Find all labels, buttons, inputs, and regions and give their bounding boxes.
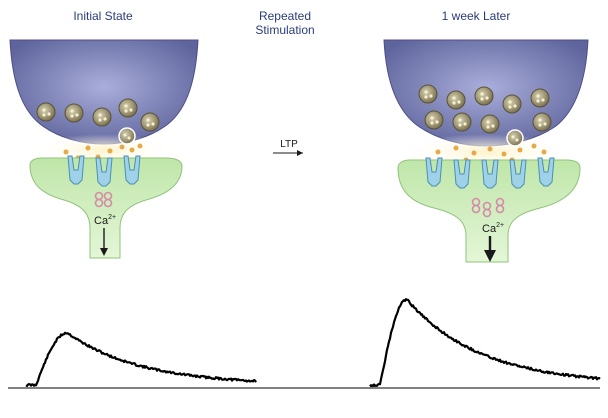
label-one-week-later: 1 week Later [442,9,511,23]
synapse-later: Ca2+ [383,39,589,263]
ca-label-initial: Ca2+ [94,214,116,227]
ltp-label: LTP [280,139,298,150]
response-trace-later [369,298,601,388]
label-initial-state: Initial State [73,9,133,23]
vesicles-later [418,84,552,147]
calcium-arrow-initial [100,228,108,256]
calcium-ions-later [471,197,505,218]
ltp-arrow: LTP [273,139,303,156]
calcium-arrow-later [484,236,496,262]
receptors-later [425,157,555,189]
label-stimulation: Stimulation [255,23,314,37]
calcium-ions-initial [94,191,113,208]
vesicles-initial [36,98,160,145]
ca-label-later: Ca2+ [482,222,504,235]
synapse-initial: Ca2+ [9,39,199,259]
label-repeated: Repeated [259,9,311,23]
receptors-initial [67,155,141,187]
response-trace-initial [25,331,257,387]
presynaptic-terminal-initial [9,39,199,145]
